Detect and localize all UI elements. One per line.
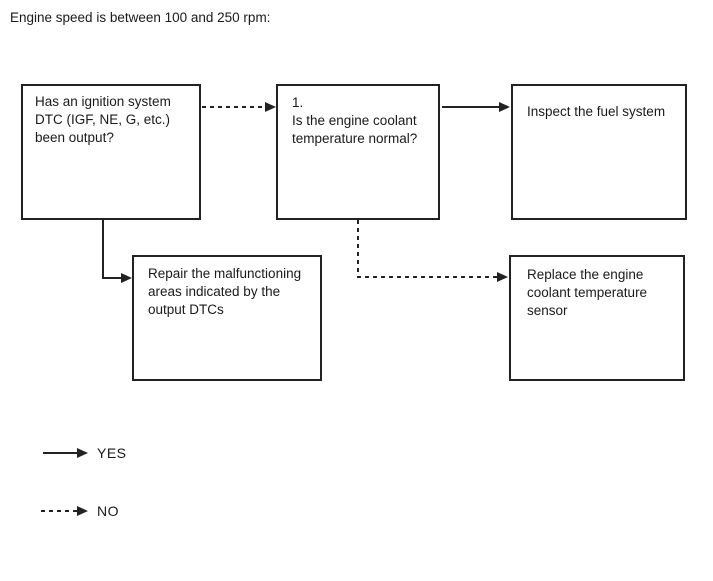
arrowhead-right-icon [497,272,508,282]
arrowhead-right-icon [77,448,88,458]
legend-yes-arrow-line [43,452,78,454]
connector-line [202,106,266,108]
arrowhead-right-icon [121,273,132,283]
flowchart-box-replace-ect-sensor: Replace the engine coolant temperature s… [509,255,685,381]
connector-line [357,276,498,278]
connector-line [357,220,359,278]
legend-no-arrow-line [41,510,78,512]
connector-line [102,277,122,279]
arrowhead-right-icon [499,102,510,112]
connector-line [102,220,104,279]
arrowhead-right-icon [265,102,276,112]
flowchart-box-ignition-dtc-question: Has an ignition system DTC (IGF, NE, G, … [21,84,201,220]
legend-yes-label: YES [97,445,127,461]
legend-no-label: NO [97,503,119,519]
flowchart-box-coolant-temp-question: 1. Is the engine coolant temperature nor… [276,84,440,220]
connector-line [442,106,500,108]
flowchart-box-inspect-fuel-system: Inspect the fuel system [511,84,687,220]
flowchart-box-repair-dtc-areas: Repair the malfunctioning areas indicate… [132,255,322,381]
page-title: Engine speed is between 100 and 250 rpm: [10,10,271,25]
arrowhead-right-icon [77,506,88,516]
